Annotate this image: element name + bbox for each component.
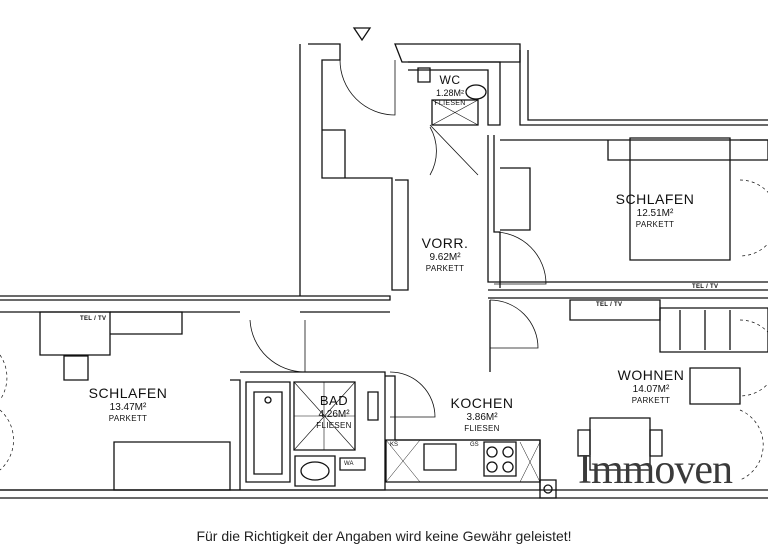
room-floor: FLIESEN	[434, 100, 466, 107]
room-name: KOCHEN	[450, 395, 514, 411]
disclaimer-text: Für die Richtigkeit der Angaben wird kei…	[196, 528, 572, 544]
left-wing-outer-wall	[0, 295, 391, 301]
entrance-triangle-icon	[352, 27, 372, 42]
wc-walls	[408, 61, 501, 126]
right-bedroom-walls	[487, 135, 768, 283]
room-label-bad: BAD 4.26M² FLIESEN	[306, 394, 362, 430]
floor-plan	[0, 27, 768, 499]
room-floor: PARKETT	[631, 396, 671, 405]
room-name: SCHLAFEN	[88, 385, 168, 401]
room-label-vorr: VORR. 9.62M² PARKETT	[410, 236, 480, 273]
ks-label: KS	[390, 442, 399, 448]
room-floor: PARKETT	[108, 414, 148, 423]
room-label-wohnen: WOHNEN 14.07M² PARKETT	[606, 368, 696, 405]
room-area: 12.51M²	[636, 208, 674, 219]
room-floor: PARKETT	[635, 220, 675, 229]
immoven-logo: Immoven	[578, 447, 733, 493]
room-label-kochen: KOCHEN 3.86M² FLIESEN	[440, 396, 524, 433]
room-name: SCHLAFEN	[615, 191, 695, 207]
room-floor: FLIESEN	[316, 421, 352, 430]
gs-label: GS	[470, 442, 479, 448]
room-name: WC	[439, 73, 461, 87]
room-area: 3.86M²	[466, 412, 498, 423]
room-floor: PARKETT	[425, 264, 465, 273]
bottom-outer-wall	[0, 489, 768, 499]
room-name: WOHNEN	[617, 367, 685, 383]
room-area: 1.28M²	[435, 88, 464, 98]
tel-tv-label-right-top: TEL / TV	[692, 284, 719, 290]
room-area: 14.07M²	[632, 384, 670, 395]
room-label-schlafen-right: SCHLAFEN 12.51M² PARKETT	[610, 192, 700, 229]
left-bedroom-furniture	[39, 311, 111, 356]
tel-tv-label-left: TEL / TV	[80, 316, 107, 322]
room-area: 4.26M²	[318, 409, 350, 420]
wohnen-walls	[488, 289, 768, 299]
central-upper-walls	[308, 43, 409, 291]
room-area: 9.62M²	[429, 252, 461, 263]
room-floor: FLIESEN	[464, 424, 500, 433]
wa-label: WA	[344, 461, 354, 467]
room-label-schlafen-left: SCHLAFEN 13.47M² PARKETT	[80, 386, 176, 423]
room-name: BAD	[319, 393, 349, 408]
room-name: VORR.	[421, 235, 469, 251]
tel-tv-label-right-mid: TEL / TV	[596, 302, 623, 308]
bad-walls	[240, 371, 386, 491]
room-area: 13.47M²	[109, 402, 147, 413]
room-label-wc: WC 1.28M² FLIESEN	[420, 74, 480, 107]
kochen-walls	[385, 375, 541, 490]
